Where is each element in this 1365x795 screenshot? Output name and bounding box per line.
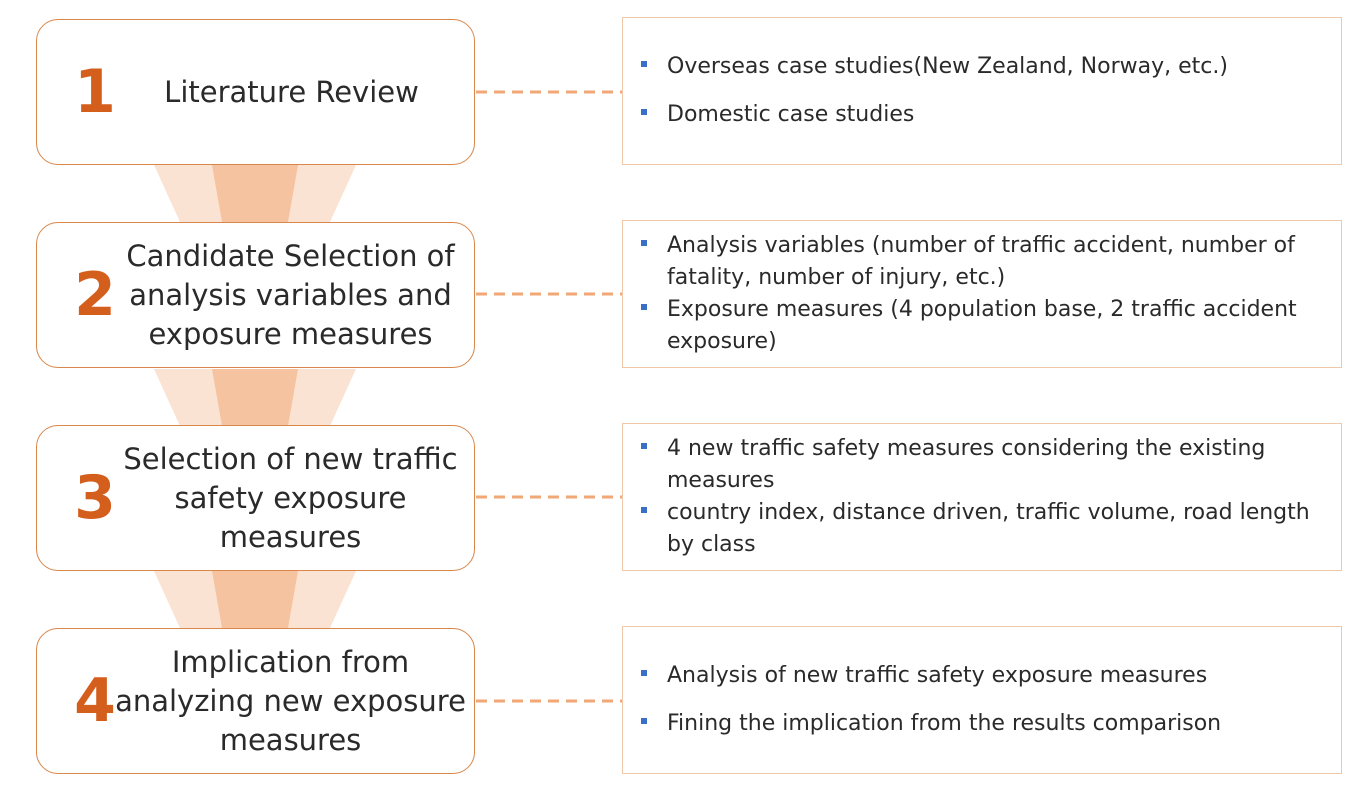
bullet-icon [641,304,647,310]
detail-box-4: Analysis of new traffic safety exposure … [622,626,1342,774]
bullet-icon [641,718,647,724]
step-box-4: 4 Implication from analyzing new exposur… [36,628,475,774]
step-title: Selection of new traffic safety exposure… [123,441,458,554]
step-title: Candidate Selection of analysis variable… [126,238,455,351]
step-box-1: 1 Literature Review [36,19,475,165]
list-item: Analysis of new traffic safety exposure … [641,660,1325,692]
detail-box-3: 4 new traffic safety measures considerin… [622,423,1342,571]
step-title: Implication from analyzing new exposure … [115,644,466,757]
step-box-3: 3 Selection of new traffic safety exposu… [36,425,475,571]
funnel-3-4 [154,571,356,628]
funnel-2-3 [154,369,356,426]
bullet-icon [641,240,647,246]
step-box-2: 2 Candidate Selection of analysis variab… [36,222,475,368]
step-number: 2 [74,260,116,330]
step-number: 4 [74,666,116,736]
list-item: country index, distance driven, traffic … [641,497,1325,561]
bullet-icon [641,507,647,513]
step-title: Literature Review [164,74,419,109]
list-item: Fining the implication from the results … [641,708,1325,740]
bullet-icon [641,109,647,115]
detail-box-1: Overseas case studies(New Zealand, Norwa… [622,17,1342,165]
step-number: 3 [74,463,116,533]
bullet-icon [641,443,647,449]
list-item: Analysis variables (number of traffic ac… [641,230,1325,294]
funnel-1-2 [154,165,356,222]
list-item: Exposure measures (4 population base, 2 … [641,294,1325,358]
bullet-icon [641,670,647,676]
detail-box-2: Analysis variables (number of traffic ac… [622,220,1342,368]
list-item: Domestic case studies [641,99,1325,131]
step-number: 1 [74,57,116,127]
list-item: 4 new traffic safety measures considerin… [641,433,1325,497]
list-item: Overseas case studies(New Zealand, Norwa… [641,51,1325,83]
bullet-icon [641,61,647,67]
